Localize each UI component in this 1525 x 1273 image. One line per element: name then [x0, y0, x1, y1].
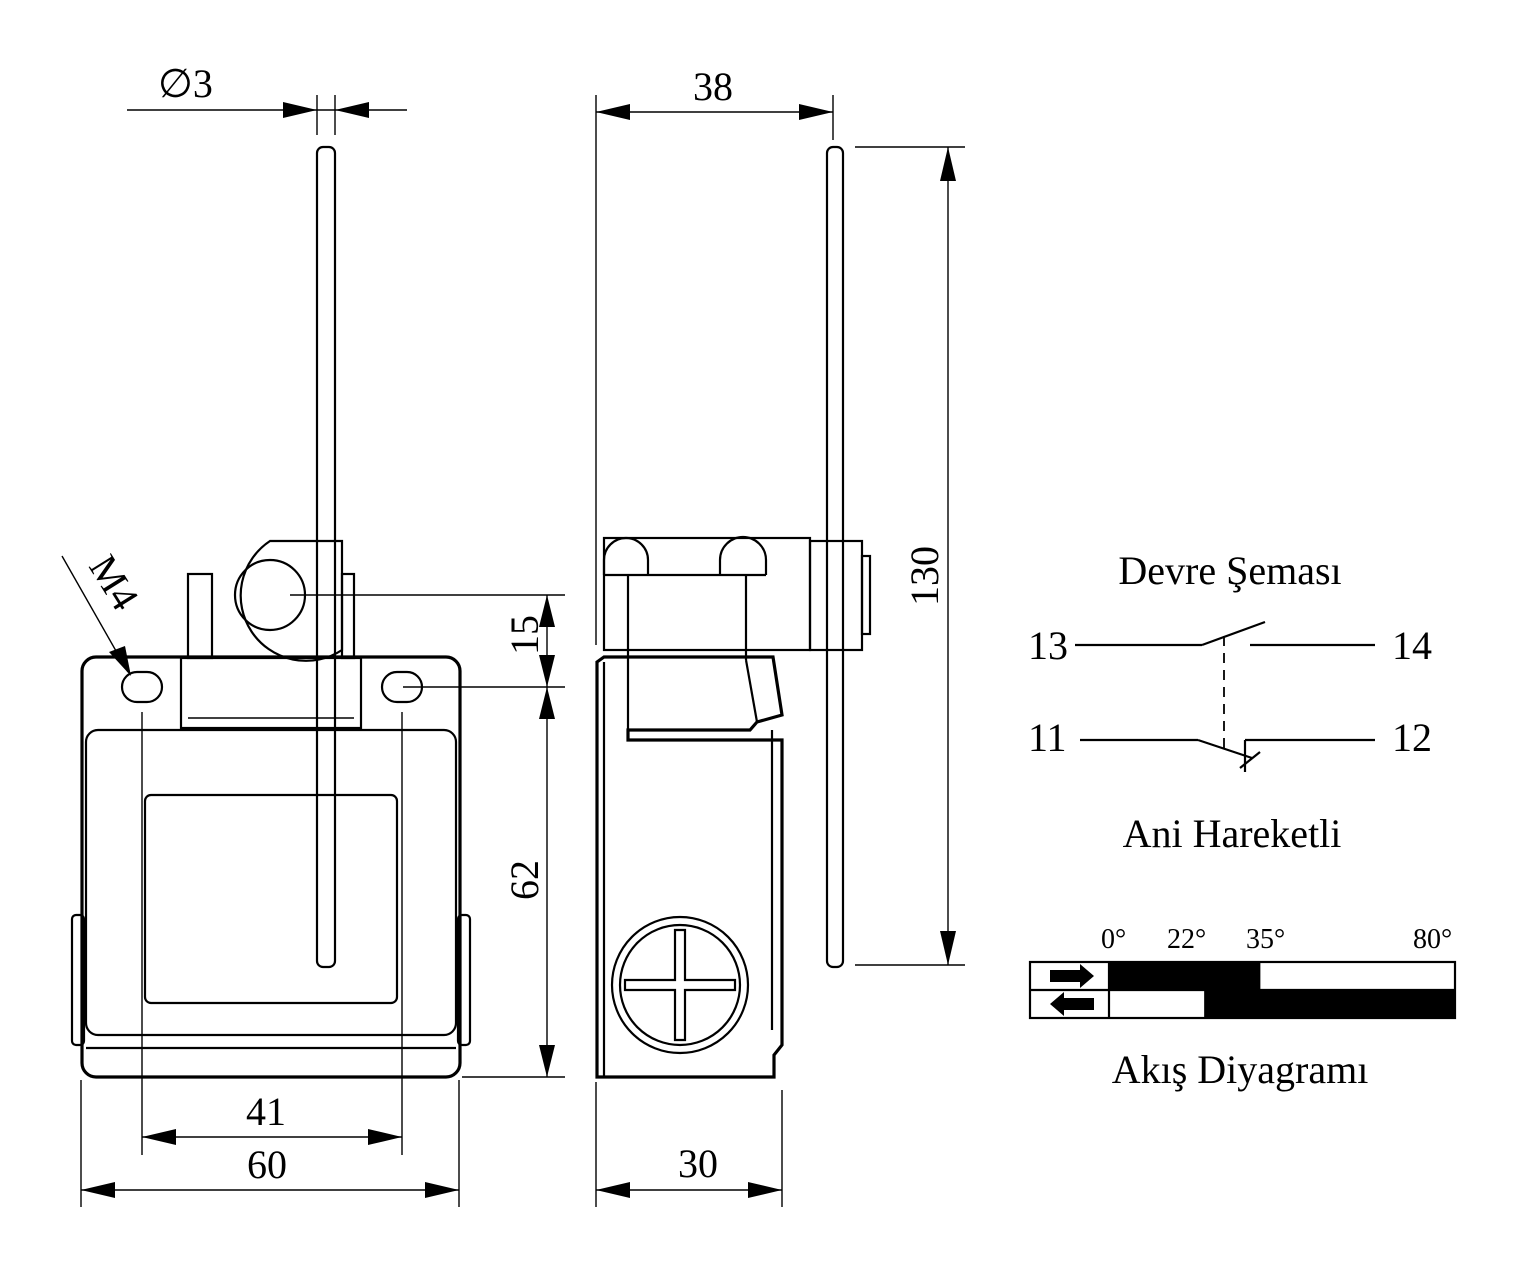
dim-hole-spacing: 41 [246, 1089, 286, 1134]
arrow-right-icon [1050, 964, 1094, 988]
angle-label-0: 0° [1101, 924, 1126, 955]
side-body [595, 655, 784, 1079]
front-cover [84, 728, 458, 1037]
flow-diagram: 0° 22° 35° 80° Akış Diyagramı [1028, 924, 1457, 1092]
side-clamp [808, 539, 864, 652]
front-rod [315, 145, 337, 969]
flow-bar-return [1204, 991, 1455, 1018]
dim-side-width-bottom: 30 [678, 1141, 718, 1186]
angle-label-80: 80° [1413, 924, 1452, 955]
front-body [80, 655, 462, 1079]
circuit-subtitle: Ani Hareketli [1123, 811, 1342, 856]
circuit-title: Devre Şeması [1118, 548, 1341, 593]
dim-pivot-offset: 15 [502, 615, 547, 655]
terminal-14: 14 [1392, 623, 1432, 668]
dim-body-width: 60 [247, 1142, 287, 1187]
side-screw-outer [610, 915, 750, 1055]
front-label-plate [143, 793, 399, 1005]
angle-label-22: 22° [1167, 924, 1206, 955]
dim-side-width-top: 38 [693, 64, 733, 109]
arrow-left-icon [1050, 992, 1094, 1016]
flow-title: Akış Diyagramı [1112, 1047, 1369, 1092]
dim-total-height: 130 [902, 546, 947, 606]
side-dimensions: 38 130 30 [595, 64, 965, 1207]
terminal-12: 12 [1392, 715, 1432, 760]
angle-label-35: 35° [1246, 924, 1285, 955]
circuit-diagram: Devre Şeması 13 14 11 12 Ani Hareketli [1028, 548, 1432, 856]
front-view [70, 145, 472, 1079]
terminal-13: 13 [1028, 623, 1068, 668]
front-lever-hub [239, 539, 344, 662]
no-contact-blade [1201, 620, 1266, 647]
side-rod [825, 145, 845, 969]
side-screw-cross [623, 928, 737, 1042]
side-screw-inner [618, 923, 742, 1047]
mounting-hole-left [120, 670, 164, 704]
front-mech-left [186, 572, 214, 660]
dim-body-height: 62 [502, 860, 547, 900]
side-view [595, 145, 872, 1079]
terminal-11: 11 [1028, 715, 1067, 760]
flow-bar-forward [1109, 963, 1261, 990]
nc-contact-blade [1197, 738, 1253, 760]
front-mech-right [340, 572, 356, 660]
dim-rod-diameter: ∅3 [158, 61, 213, 106]
side-head [602, 536, 812, 652]
